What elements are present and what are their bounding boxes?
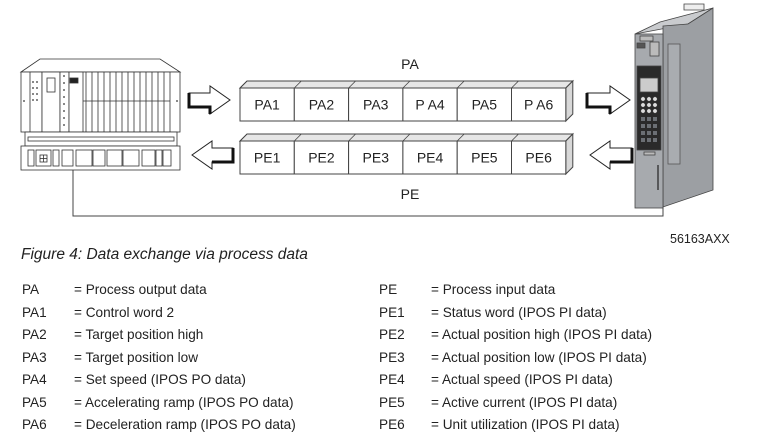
pa-cell-label: P A4 (415, 97, 445, 113)
legend-key: PA6 (22, 417, 47, 432)
figure-id: 56163AXX (670, 232, 730, 246)
pe-cell-label: PE3 (363, 150, 390, 166)
pe-cell-edge (402, 133, 411, 142)
legend-key: PA5 (22, 394, 47, 410)
pe-row-side (565, 132, 574, 176)
controller-rack-icon (19, 58, 182, 171)
legend-key: PE (379, 282, 398, 297)
legend-description: = Actual position high (IPOS PI data) (431, 327, 653, 342)
legend-description: = Process input data (431, 282, 556, 297)
figure-caption: Figure 4: Data exchange via process data (21, 246, 308, 263)
legend-entry: PA = Process output data (22, 279, 296, 302)
legend-entry: PE3 = Actual position low (IPOS PI data) (379, 347, 652, 370)
legend-entry: PA1 = Control word 2 (22, 302, 296, 325)
pe-cell-label: PE4 (417, 150, 444, 166)
legend-description: = Set speed (IPOS PO data) (74, 372, 246, 387)
inverter-unit-icon (634, 3, 714, 209)
pe-cell (348, 140, 404, 175)
pe-cell (293, 140, 350, 175)
pa-cell-edge (511, 80, 519, 89)
legend-description: = Actual position low (IPOS PI data) (431, 349, 647, 365)
legend-key: PA4 (22, 372, 47, 387)
pa-register-row: PA1 PA2 PA3 P A4 PA5 P A6 (238, 79, 575, 123)
pe-cell-label: PE5 (471, 150, 498, 166)
pe-cell (239, 140, 295, 175)
pa-cell-label: P A6 (524, 97, 554, 113)
pe-cell-edge (456, 133, 465, 142)
pa-cell-label: PA1 (254, 97, 280, 113)
pe-cell-edge (348, 133, 356, 142)
pa-cell-edge (402, 80, 411, 89)
pa-arrow-to-inverter-icon (585, 85, 631, 115)
legend-entry: PA4 = Set speed (IPOS PO data) (22, 369, 296, 392)
legend-entry: PE = Process input data (379, 279, 652, 302)
pa-cell-label: PA3 (363, 97, 389, 113)
rack-slots (83, 72, 171, 132)
legend-entry: PA6 = Deceleration ramp (IPOS PO data) (22, 414, 296, 437)
pa-cell (402, 87, 458, 122)
legend-key: PA1 (22, 304, 47, 320)
pa-cell-label: PA5 (472, 97, 498, 113)
pa-cell-label: PA2 (309, 97, 335, 113)
pa-cell (511, 87, 567, 122)
legend-description: = Deceleration ramp (IPOS PO data) (74, 417, 296, 432)
legend-key: PE4 (379, 372, 405, 387)
legend-description: = Unit utilization (IPOS PI data) (431, 417, 620, 432)
pe-register-row: PE1 PE2 PE3 PE4 PE5 PE6 (238, 132, 575, 176)
legend-entry: PE4 = Actual speed (IPOS PI data) (379, 369, 652, 392)
legend-description: = Status word (IPOS PI data) (431, 304, 607, 320)
pa-cell (293, 87, 350, 122)
legend-key: PA (22, 282, 40, 297)
pa-cell-edge (348, 80, 356, 89)
pa-row-side (565, 79, 574, 123)
legend-key: PE1 (379, 304, 405, 320)
legend-description: = Accelerating ramp (IPOS PO data) (74, 394, 294, 410)
legend-key: PA2 (22, 327, 47, 342)
legend-description: = Control word 2 (74, 304, 175, 320)
legend-key: PE3 (379, 349, 405, 365)
pe-label: PE (401, 186, 420, 202)
legend-entry: PE2 = Actual position high (IPOS PI data) (379, 324, 652, 347)
pe-arrow-from-inverter-icon (589, 140, 634, 170)
pa-arrow-right-icon (187, 85, 231, 115)
legend-key: PE5 (379, 394, 405, 410)
pa-label: PA (401, 56, 419, 72)
legend-description: = Active current (IPOS PI data) (431, 394, 618, 410)
pa-cell-edge (456, 80, 465, 89)
legend-entry: PE5 = Active current (IPOS PI data) (379, 392, 652, 415)
terminal-modules (27, 149, 172, 167)
legend-entry: PA5 = Accelerating ramp (IPOS PO data) (22, 392, 296, 415)
legend-entry: PE6 = Unit utilization (IPOS PI data) (379, 414, 652, 437)
pe-arrow-left-icon (191, 140, 235, 170)
pa-cell (348, 87, 404, 122)
legend-key: PA3 (22, 349, 47, 365)
pe-cell-edge (239, 133, 248, 142)
pe-cell-label: PE6 (525, 150, 552, 166)
pe-cell (511, 140, 567, 175)
pe-cell-label: PE1 (254, 150, 281, 166)
legend-description: = Target position low (74, 349, 199, 365)
pe-cell (456, 140, 513, 175)
legend-entry: PA2 = Target position high (22, 324, 296, 347)
pa-cell-edge (294, 80, 302, 89)
pa-cell-edge (239, 80, 248, 89)
legend-key: PE6 (379, 417, 405, 432)
legend-description: = Process output data (74, 282, 207, 297)
legend-entry: PA3 = Target position low (22, 347, 296, 370)
legend-entry: PE1 = Status word (IPOS PI data) (379, 302, 652, 325)
pa-cell (456, 87, 513, 122)
pe-cell-edge (511, 133, 519, 142)
pe-cell-label: PE2 (308, 150, 335, 166)
pa-cell (239, 87, 295, 122)
legend-description: = Target position high (74, 327, 204, 342)
pe-cell-edge (294, 133, 302, 142)
legend-description: = Actual speed (IPOS PI data) (431, 372, 613, 387)
legend-key: PE2 (379, 327, 405, 342)
